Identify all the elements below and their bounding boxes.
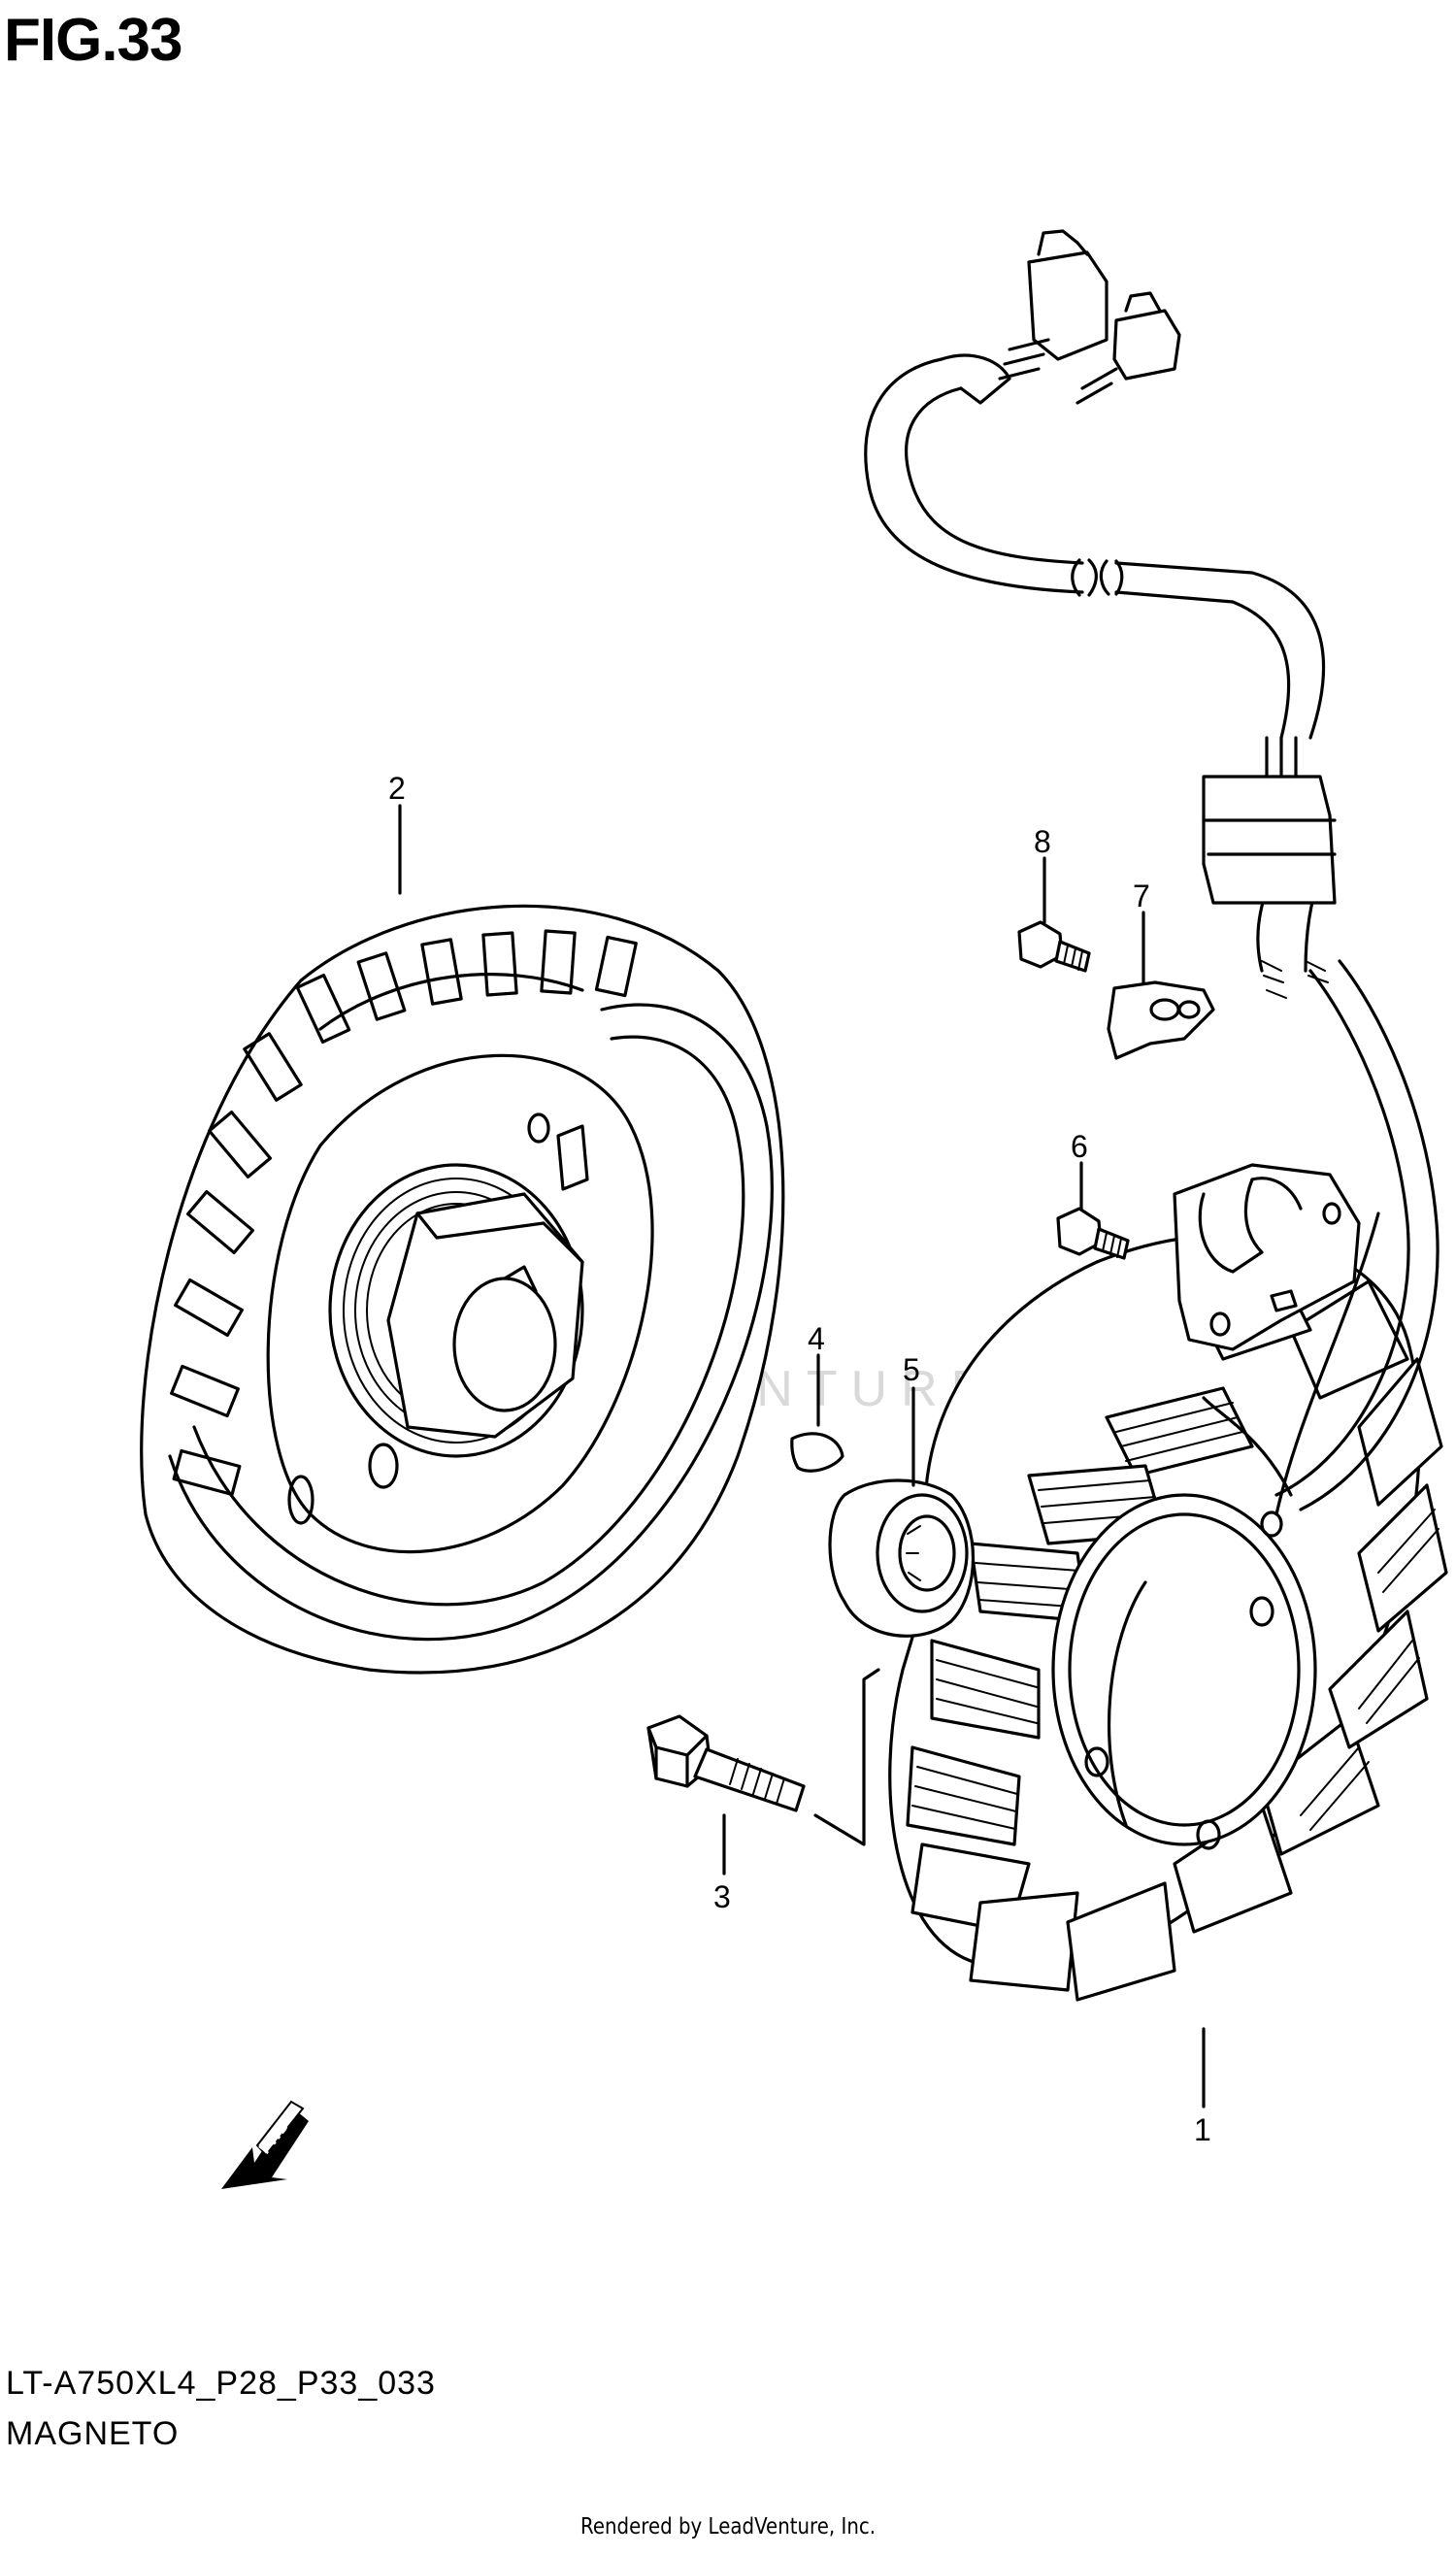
pickup-coil <box>1173 1163 1361 1351</box>
callout-label-7: 7 <box>1133 879 1150 913</box>
fwd-arrow-icon: FWD <box>221 2100 309 2189</box>
callout-label-4: 4 <box>808 1321 825 1356</box>
callout-4: 4 <box>808 1321 825 1427</box>
callout-6: 6 <box>1071 1129 1088 1211</box>
callout-2: 2 <box>388 771 406 895</box>
figure-code: LT-A750XL4_P28_P33_033 <box>6 2365 436 2402</box>
section-name: MAGNETO <box>6 2415 180 2452</box>
figure-title: FIG.33 <box>4 7 183 74</box>
key-4 <box>790 1432 844 1473</box>
bolt-3 <box>646 1714 806 1812</box>
callout-label-5: 5 <box>903 1352 920 1387</box>
callout-5: 5 <box>903 1352 920 1487</box>
callout-label-2: 2 <box>388 771 406 806</box>
rotor <box>140 904 785 1675</box>
bolt-6 <box>1056 1207 1130 1260</box>
wire-harness <box>864 229 1439 1516</box>
rotor-window-slots <box>170 929 638 1497</box>
gear-5 <box>828 1478 975 1638</box>
callout-label-6: 6 <box>1071 1129 1088 1164</box>
callout-1: 1 <box>1194 2027 1211 2147</box>
clamp-7 <box>1107 980 1215 1060</box>
callout-label-8: 8 <box>1034 824 1051 859</box>
callout-8: 8 <box>1034 824 1051 924</box>
rendered-by-credit: Rendered by LeadVenture, Inc. <box>580 2514 877 2539</box>
bolt-8 <box>1017 920 1091 973</box>
callout-label-3: 3 <box>713 1879 731 1914</box>
bolt-3-position-line <box>813 1668 880 1846</box>
callout-3: 3 <box>713 1813 731 1914</box>
callout-label-1: 1 <box>1194 2112 1211 2147</box>
stator <box>888 1233 1448 2002</box>
stator-winding-lines <box>911 1402 1439 1831</box>
rotor-boss <box>328 1163 584 1458</box>
callout-7: 7 <box>1133 879 1150 984</box>
